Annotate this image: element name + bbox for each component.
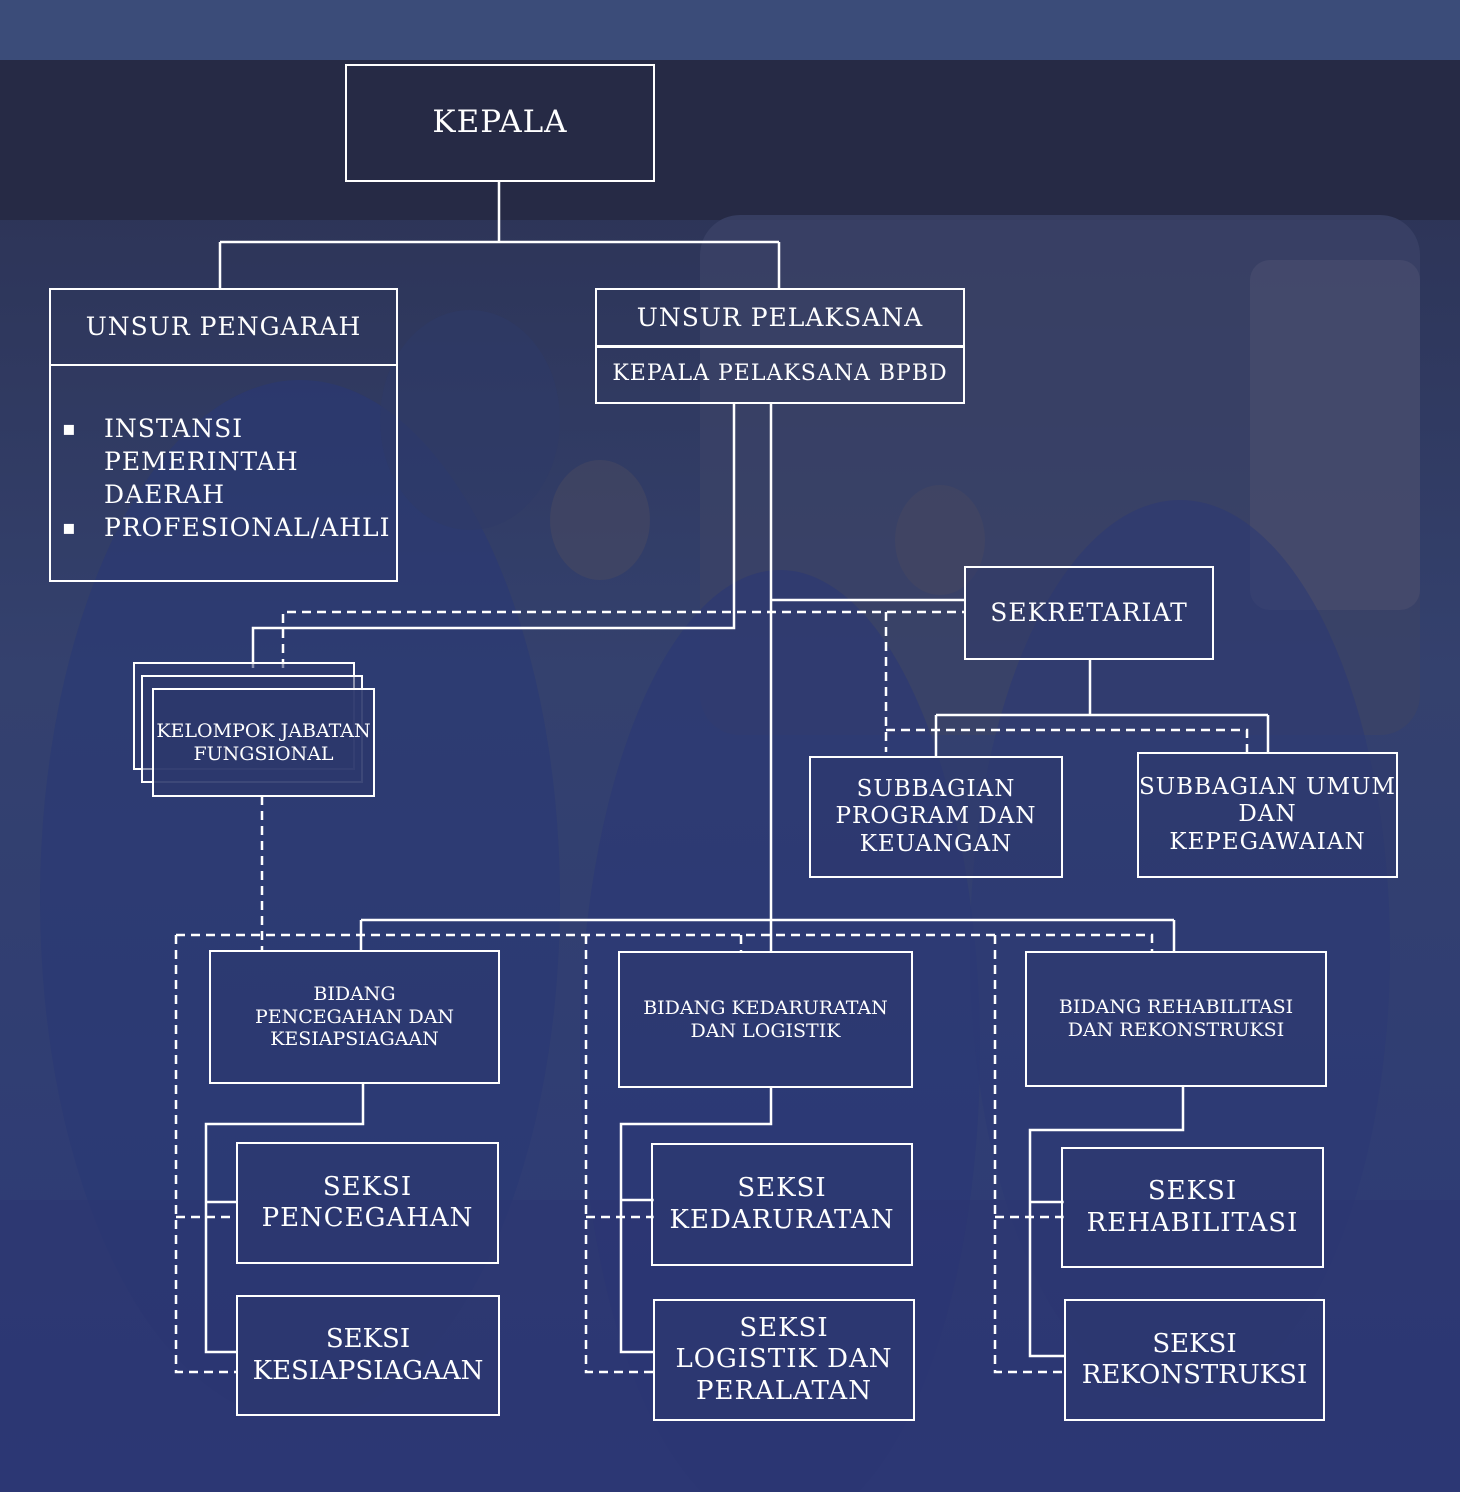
unsur-pelaksana-title: UNSUR PELAKSANA — [636, 303, 924, 332]
seksi-kesiapsiagaan-label: SEKSI KESIAPSIAGAAN — [252, 1324, 484, 1386]
kelompok-jabatan-fungsional-box: KELOMPOK JABATAN FUNGSIONAL — [152, 688, 375, 797]
seksi-kedaruratan-label: SEKSI KEDARURATAN — [669, 1173, 895, 1235]
list-item: INSTANSI PEMERINTAH DAERAH — [62, 412, 394, 511]
bidang-kedaruratan-box: BIDANG KEDARURATAN DAN LOGISTIK — [618, 951, 913, 1088]
bidang-kedaruratan-label: BIDANG KEDARURATAN DAN LOGISTIK — [643, 996, 888, 1042]
seksi-pencegahan-label: SEKSI PENCEGAHAN — [261, 1171, 474, 1233]
kepala-pelaksana-box: KEPALA PELAKSANA BPBD — [595, 345, 965, 404]
sekretariat-box: SEKRETARIAT — [964, 566, 1214, 660]
seksi-rehabilitasi-label: SEKSI REHABILITASI — [1086, 1176, 1299, 1238]
bidang-pencegahan-label: BIDANG PENCEGAHAN DAN KESIAPSIAGAAN — [254, 982, 455, 1051]
kelompok-jabatan-fungsional-label: KELOMPOK JABATAN FUNGSIONAL — [156, 719, 371, 765]
seksi-pencegahan-box: SEKSI PENCEGAHAN — [236, 1142, 499, 1264]
seksi-kedaruratan-box: SEKSI KEDARURATAN — [651, 1143, 913, 1266]
seksi-logistik-box: SEKSI LOGISTIK DAN PERALATAN — [653, 1299, 915, 1421]
bidang-pencegahan-box: BIDANG PENCEGAHAN DAN KESIAPSIAGAAN — [209, 950, 500, 1084]
bidang-rehabilitasi-box: BIDANG REHABILITASI DAN REKONSTRUKSI — [1025, 951, 1327, 1087]
subbagian-umum-box: SUBBAGIAN UMUM DAN KEPEGAWAIAN — [1137, 752, 1398, 878]
unsur-pelaksana-title-box: UNSUR PELAKSANA — [595, 288, 965, 348]
list-item: PROFESIONAL/AHLI — [62, 511, 394, 544]
kepala-pelaksana-label: KEPALA PELAKSANA BPBD — [612, 361, 948, 387]
subbagian-program-box: SUBBAGIAN PROGRAM DAN KEUANGAN — [809, 756, 1063, 878]
seksi-logistik-label: SEKSI LOGISTIK DAN PERALATAN — [675, 1313, 893, 1406]
subbagian-umum-label: SUBBAGIAN UMUM DAN KEPEGAWAIAN — [1139, 773, 1396, 855]
seksi-rekonstruksi-box: SEKSI REKONSTRUKSI — [1064, 1299, 1325, 1421]
unsur-pengarah-title: UNSUR PENGARAH — [85, 312, 362, 341]
bidang-rehabilitasi-label: BIDANG REHABILITASI DAN REKONSTRUKSI — [1058, 996, 1294, 1041]
unsur-pengarah-members-box — [49, 364, 398, 582]
sekretariat-label: SEKRETARIAT — [990, 598, 1188, 627]
unsur-pengarah-title-box: UNSUR PENGARAH — [49, 288, 398, 366]
seksi-kesiapsiagaan-box: SEKSI KESIAPSIAGAAN — [236, 1295, 500, 1416]
kepala-label: KEPALA — [432, 104, 568, 141]
subbagian-program-label: SUBBAGIAN PROGRAM DAN KEUANGAN — [835, 775, 1037, 857]
seksi-rehabilitasi-box: SEKSI REHABILITASI — [1061, 1147, 1324, 1268]
kepala-box: KEPALA — [345, 64, 655, 182]
seksi-rekonstruksi-label: SEKSI REKONSTRUKSI — [1081, 1328, 1308, 1390]
unsur-pengarah-list: INSTANSI PEMERINTAH DAERAH PROFESIONAL/A… — [62, 412, 394, 544]
